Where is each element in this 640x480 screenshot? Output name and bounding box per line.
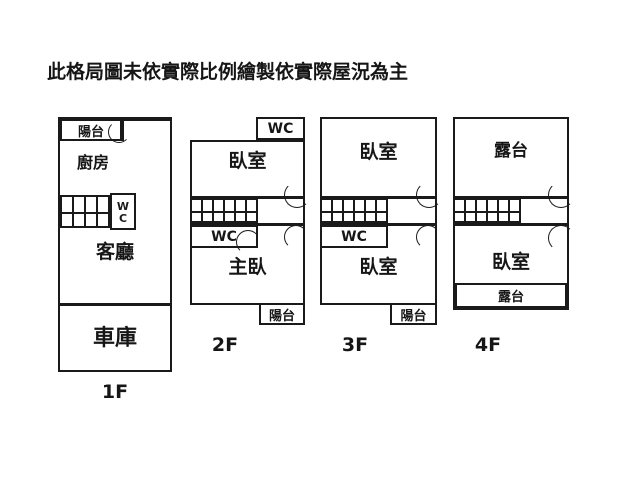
room-2f-master-bedroom: 主臥 <box>190 258 305 277</box>
room-label-bedroom: 臥室 <box>491 251 530 273</box>
room-label-bedroom: 臥室 <box>228 150 267 172</box>
wall-3f-stairs-bottom <box>320 223 437 226</box>
door-arc-1f-balcony <box>108 121 130 143</box>
stair-step <box>464 200 466 221</box>
room-4f-bedroom: 臥室 <box>453 253 569 272</box>
stair-step <box>475 200 477 221</box>
stair-step <box>234 200 236 221</box>
stairs-3f <box>320 198 388 223</box>
room-label-terrace: 露台 <box>494 141 528 161</box>
stair-step <box>375 200 377 221</box>
room-label-balcony: 陽台 <box>77 124 104 140</box>
stair-step <box>331 200 333 221</box>
stairs-2f <box>190 198 258 223</box>
stair-step <box>486 200 488 221</box>
stair-step <box>84 197 86 226</box>
wall-4f-stairs-bottom <box>453 223 569 226</box>
floor-caption-3f: 3F <box>320 334 390 356</box>
stair-step <box>212 200 214 221</box>
floor-caption-4f: 4F <box>453 334 523 356</box>
floor-caption-2f: 2F <box>190 334 260 356</box>
room-label-wc: WC <box>116 199 130 224</box>
room-2f-wc-upper: WC <box>256 117 305 140</box>
floor-caption-text: 2F <box>211 334 239 356</box>
stair-step <box>96 197 98 226</box>
stairs-4f <box>453 198 521 223</box>
room-label-bedroom: 臥室 <box>359 256 398 278</box>
stair-step <box>201 200 203 221</box>
room-1f-kitchen: 廚房 <box>60 155 126 171</box>
room-3f-balcony: 陽台 <box>390 303 437 325</box>
wall-living-garage <box>58 303 172 306</box>
stair-step <box>342 200 344 221</box>
room-2f-bedroom: 臥室 <box>190 152 305 171</box>
floor-caption-text: 4F <box>474 334 502 356</box>
stair-step <box>508 200 510 221</box>
stair-step <box>353 200 355 221</box>
page-title: 此格局圖未依實際比例繪製依實際屋況為主 <box>47 61 409 83</box>
room-label-wc: WC <box>211 228 237 245</box>
room-4f-terrace-front: 露台 <box>453 143 569 160</box>
floor-1f-outline <box>58 117 172 372</box>
stair-step <box>223 200 225 221</box>
room-label-balcony: 陽台 <box>268 308 295 324</box>
room-4f-terrace-rear: 露台 <box>455 283 567 308</box>
stair-step <box>72 197 74 226</box>
stair-step <box>364 200 366 221</box>
room-1f-wc: WC <box>110 193 136 230</box>
room-label-kitchen: 廚房 <box>76 153 109 172</box>
room-3f-bedroom-rear: 臥室 <box>320 258 437 277</box>
door-arc-2f-bedroom <box>284 182 310 208</box>
floor-caption-text: 1F <box>101 381 129 403</box>
room-1f-garage: 車庫 <box>58 328 172 350</box>
room-2f-balcony: 陽台 <box>259 303 305 325</box>
door-arc-3f-bedroom-front <box>416 182 442 208</box>
room-label-terrace: 露台 <box>497 290 524 305</box>
stair-step <box>108 197 110 226</box>
room-label-master-bedroom: 主臥 <box>228 256 267 278</box>
room-label-living-room: 客廳 <box>95 241 134 263</box>
door-arc-2f-wc <box>236 230 260 254</box>
room-3f-wc: WC <box>320 225 388 248</box>
door-leaf-1f-balcony <box>122 119 124 141</box>
door-arc-2f-hall <box>284 225 308 249</box>
wall-3f-bedroom-bottom <box>320 196 437 199</box>
door-arc-3f-hall <box>416 225 440 249</box>
wall-2f-bedroom-bottom <box>190 196 305 199</box>
floor-caption-text: 3F <box>341 334 369 356</box>
room-1f-living-room: 客廳 <box>58 243 172 262</box>
door-arc-4f-hall <box>548 225 574 251</box>
room-label-bedroom: 臥室 <box>359 141 398 163</box>
wall-1f-balcony-top <box>122 119 172 121</box>
stair-step <box>245 200 247 221</box>
room-3f-bedroom-front: 臥室 <box>320 143 437 162</box>
stair-landing-line-1f <box>62 211 134 214</box>
room-label-wc: WC <box>341 228 367 245</box>
stair-step <box>497 200 499 221</box>
room-1f-balcony: 陽台 <box>60 119 122 141</box>
room-label-balcony: 陽台 <box>400 308 427 324</box>
room-label-wc: WC <box>267 120 294 137</box>
wall-2f-stairs-bottom <box>190 223 305 226</box>
room-label-garage: 車庫 <box>92 326 137 351</box>
floor-caption-1f: 1F <box>58 381 172 403</box>
door-arc-4f-terrace-front <box>548 182 574 208</box>
wall-4f-terrace-bottom <box>453 196 569 199</box>
